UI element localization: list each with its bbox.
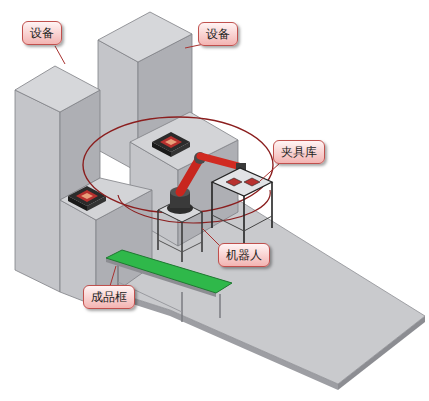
- callout-label: 设备: [206, 27, 230, 41]
- callout-box: 设备: [198, 22, 238, 46]
- callout-label: 设备: [30, 26, 54, 40]
- callout-box: 机器人: [218, 243, 270, 267]
- callout-label: 夹具库: [281, 145, 317, 159]
- callout-box: 设备: [22, 21, 62, 45]
- callout-box: 夹具库: [273, 140, 325, 164]
- callout-box: 成品框: [83, 285, 135, 309]
- callout-label: 成品框: [91, 290, 127, 304]
- callout-label: 机器人: [226, 248, 262, 262]
